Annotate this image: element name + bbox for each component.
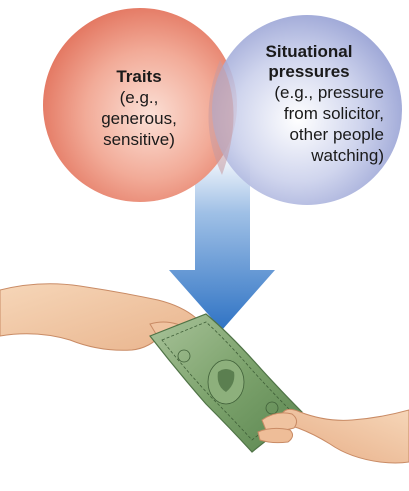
situational-examples: (e.g., pressure from solicitor, other pe… [234,82,384,166]
situational-title-line: Situational [265,42,353,61]
situational-line: from solicitor, [283,104,384,123]
down-arrow-icon [169,150,275,330]
traits-line: sensitive) [103,130,175,149]
situational-line: other people [289,125,384,144]
dollar-bill [149,313,303,453]
situational-line: watching) [311,146,384,165]
traits-title: Traits [116,67,162,86]
traits-label: Traits (e.g., generous, sensitive) [76,66,202,150]
traits-line: generous, [101,109,177,128]
traits-circle [43,8,237,202]
situational-pressures-label: Situational pressures (e.g., pressure fr… [234,42,384,166]
venn-overlap [208,60,234,175]
situational-line: (e.g., pressure [274,83,384,102]
situational-circle [212,15,402,205]
traits-line: (e.g., [119,88,159,107]
situational-title-line: pressures [268,62,350,81]
hands-passing-money-illustration [0,283,409,464]
